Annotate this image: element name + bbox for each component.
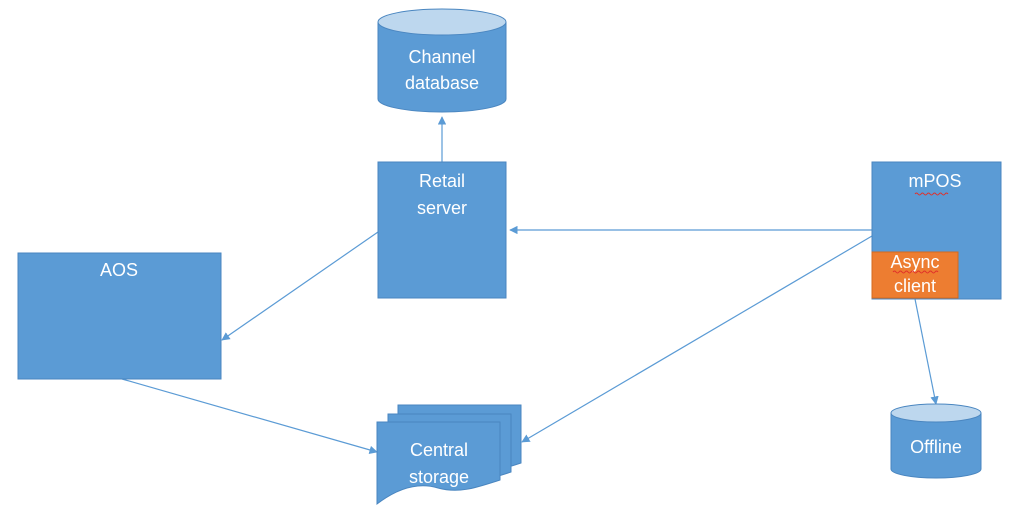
spellcheck-underline <box>914 192 949 196</box>
connector-async-to-offline <box>914 298 939 405</box>
spellcheck-underline <box>892 270 939 274</box>
mpos-label: mPOS <box>908 171 961 191</box>
central-storage-label-line2: storage <box>409 467 469 487</box>
aos-node[interactable]: AOS <box>17 252 222 380</box>
connector-mpos-to-central-storage <box>521 235 873 443</box>
offline-node[interactable]: Offline <box>890 403 982 479</box>
retail-server-label-line2: server <box>417 198 467 218</box>
central-storage-label-line1: Central <box>410 440 468 460</box>
connector-retail-to-aos <box>221 231 379 341</box>
central-storage-node[interactable]: Central storage <box>376 404 522 506</box>
async-client-label-line2: client <box>894 276 936 296</box>
aos-label: AOS <box>100 260 138 280</box>
retail-server-node[interactable]: Retail server <box>377 161 507 299</box>
channel-database-label-line2: database <box>405 73 479 93</box>
async-client-node[interactable]: Async client <box>871 251 959 299</box>
connector-aos-to-central-storage <box>121 378 378 454</box>
retail-server-label-line1: Retail <box>419 171 465 191</box>
async-client-label-line1: Async <box>890 252 939 272</box>
channel-database-node[interactable]: Channel database <box>377 8 507 113</box>
channel-database-label-line1: Channel <box>408 47 475 67</box>
offline-label: Offline <box>910 437 962 457</box>
